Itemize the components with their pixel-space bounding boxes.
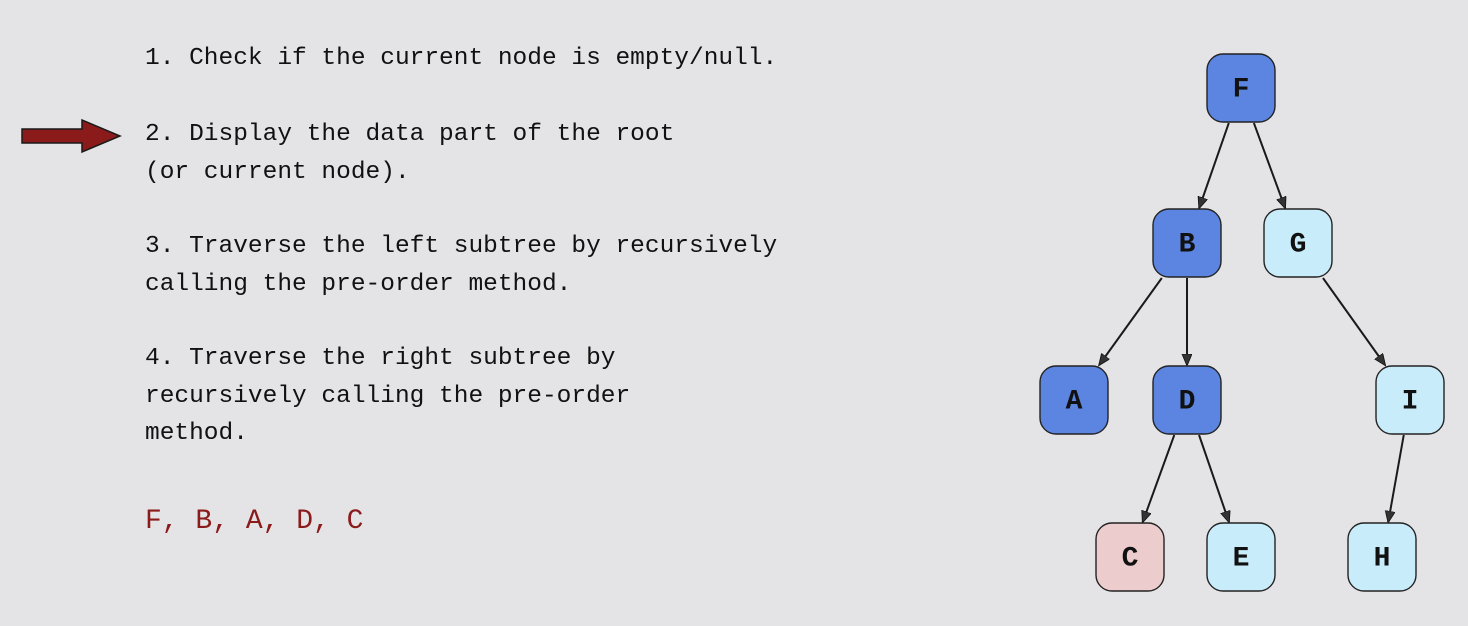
edge-G-I xyxy=(1322,277,1385,365)
tree-node-label-D: D xyxy=(1179,386,1196,417)
tree-node-label-I: I xyxy=(1402,386,1419,417)
edge-B-A xyxy=(1099,277,1163,365)
tree-node-label-C: C xyxy=(1122,543,1139,574)
tree-node-box-F xyxy=(1206,53,1276,123)
tree-node-box-D xyxy=(1152,365,1222,435)
tree-node-C: C xyxy=(1095,522,1165,592)
tree-node-label-H: H xyxy=(1374,543,1391,574)
tree-node-B: B xyxy=(1152,208,1222,278)
tree-node-label-F: F xyxy=(1233,74,1250,105)
tree-node-box-A xyxy=(1039,365,1109,435)
tree-node-G: G xyxy=(1263,208,1333,278)
current-step-arrow-icon xyxy=(21,118,122,154)
traversal-sequence: F, B, A, D, C xyxy=(145,506,364,537)
edge-D-C xyxy=(1143,434,1176,522)
tree-node-label-B: B xyxy=(1179,229,1196,260)
edge-F-B xyxy=(1199,122,1230,208)
tree-node-label-G: G xyxy=(1290,229,1307,260)
step-1: 1. Check if the current node is empty/nu… xyxy=(145,45,778,72)
tree-node-A: A xyxy=(1039,365,1109,435)
tree-node-box-C xyxy=(1095,522,1165,592)
tree-node-F: F xyxy=(1206,53,1276,123)
tree-node-H: H xyxy=(1347,522,1417,592)
tree-node-box-B xyxy=(1152,208,1222,278)
edge-F-G xyxy=(1252,122,1285,208)
tree-node-box-E xyxy=(1206,522,1276,592)
step-4: 4. Traverse the right subtree by recursi… xyxy=(145,345,631,447)
binary-tree-diagram: F B G A D I C E H xyxy=(1039,53,1445,592)
tree-node-label-E: E xyxy=(1233,543,1250,574)
step-2: 2. Display the data part of the root (or… xyxy=(145,121,675,186)
tree-node-box-H xyxy=(1347,522,1417,592)
tree-node-box-I xyxy=(1375,365,1445,435)
edge-I-H xyxy=(1388,434,1405,522)
tree-node-I: I xyxy=(1375,365,1445,435)
step-3: 3. Traverse the left subtree by recursiv… xyxy=(145,233,778,298)
tree-node-label-A: A xyxy=(1066,386,1083,417)
tree-node-D: D xyxy=(1152,365,1222,435)
tree-node-E: E xyxy=(1206,522,1276,592)
edge-D-E xyxy=(1198,434,1229,522)
tree-node-box-G xyxy=(1263,208,1333,278)
